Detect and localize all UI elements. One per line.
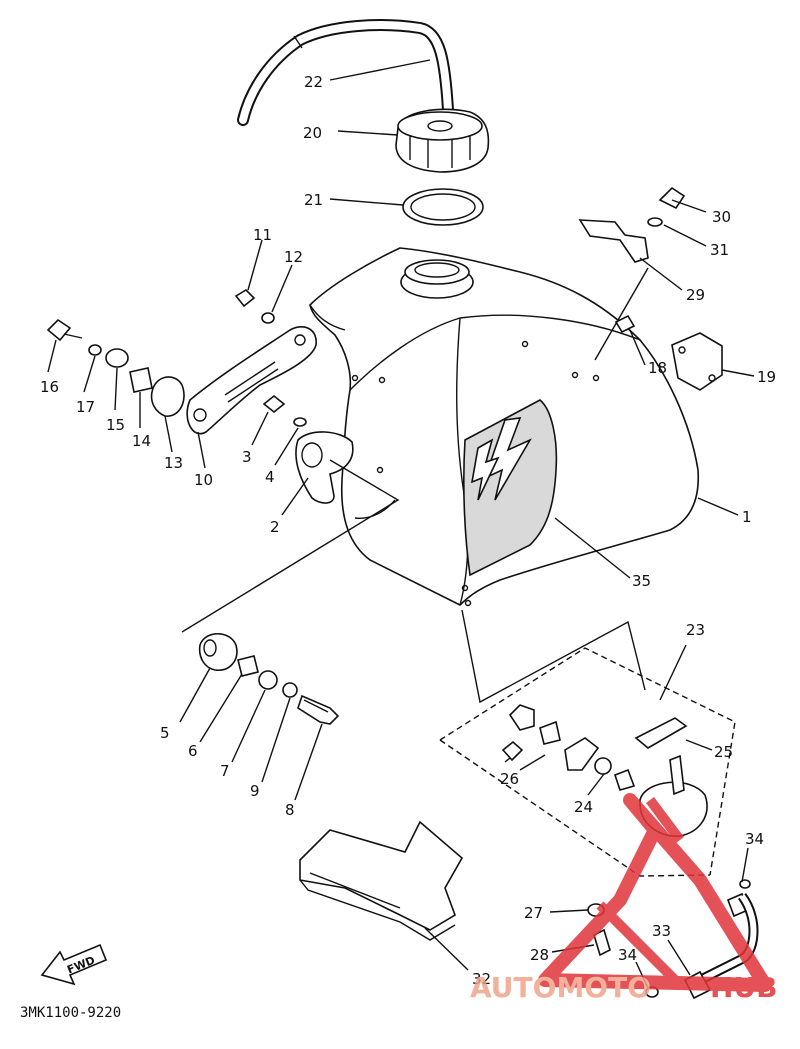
label-11: 11 [253,226,272,244]
label-35: 35 [632,572,651,590]
seat-pad [299,820,464,941]
label-25: 25 [714,743,733,761]
label-5: 5 [160,724,170,742]
label-3: 3 [242,448,252,466]
label-23: 23 [686,621,705,639]
part-labels: 22 20 21 11 12 16 17 15 14 13 10 3 4 2 3… [40,73,776,988]
label-2: 2 [270,518,280,536]
label-30: 30 [712,208,731,226]
label-29: 29 [686,286,705,304]
label-34-lower: 34 [618,946,637,964]
label-32: 32 [472,970,491,988]
breather-hose [237,19,454,126]
label-22: 22 [304,73,323,91]
watermark-text-automoto: AUTOMOTO [470,971,651,1004]
label-20: 20 [303,124,322,142]
diagram-code: 3MK1100-9220 [20,1005,121,1021]
label-27: 27 [524,904,543,922]
label-8: 8 [285,801,295,819]
leader-lines [47,59,755,989]
label-9: 9 [250,782,260,800]
cap-gasket [402,188,484,226]
label-7: 7 [220,762,230,780]
fuel-tank [309,247,700,607]
label-17: 17 [76,398,95,416]
label-24: 24 [574,798,593,816]
label-12: 12 [284,248,303,266]
label-16: 16 [40,378,59,396]
label-34-upper: 34 [745,830,764,848]
label-15: 15 [106,416,125,434]
label-6: 6 [188,742,198,760]
label-10: 10 [194,471,213,489]
label-21: 21 [304,191,323,209]
fuel-cock-assembly [439,647,759,1000]
label-4: 4 [265,468,275,486]
label-28: 28 [530,946,549,964]
fuel-cap [395,108,490,173]
fwd-arrow-icon: FWD [40,943,108,986]
label-33: 33 [652,922,671,940]
label-13: 13 [164,454,183,472]
label-31: 31 [710,241,729,259]
label-26: 26 [500,770,519,788]
label-1: 1 [742,508,752,526]
right-fittings [578,186,723,391]
label-14: 14 [132,432,151,450]
lower-damper-set [198,632,340,725]
watermark-text-hub: HUB [710,971,778,1004]
watermark-logo: AUTOMOTO HUB [470,793,778,1004]
label-18: 18 [648,359,667,377]
left-mounts [46,288,354,504]
label-19: 19 [757,368,776,386]
